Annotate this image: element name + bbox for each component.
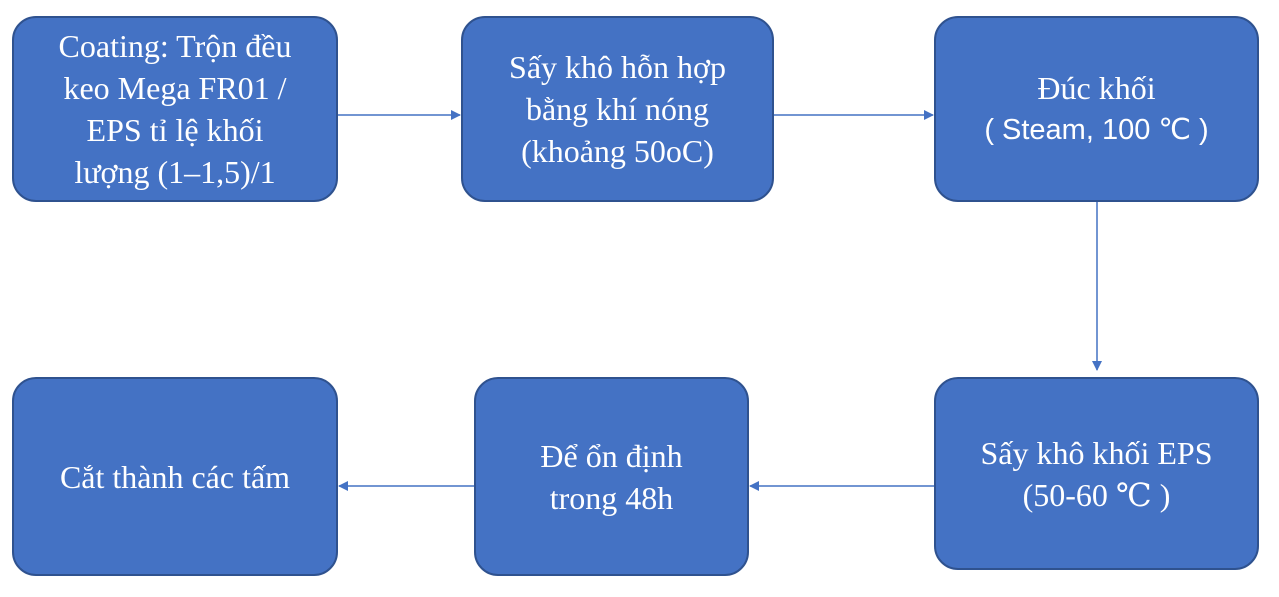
step-dry-mix-line-1: Sấy khô hỗn hợp <box>509 49 726 85</box>
step-stabilize-line-1: Để ổn định <box>540 437 683 474</box>
step-cut-line-1: Cắt thành các tấm <box>59 458 291 495</box>
step-coating: Coating: Trộn đều keo Mega FR01 / EPS tỉ… <box>12 16 338 202</box>
step-dry-mix-line-2: bằng khí nóng <box>525 91 710 127</box>
step-coating-line-4: lượng (1–1,5)/1 <box>74 154 276 190</box>
step-coating-line-2: keo Mega FR01 / <box>63 70 287 106</box>
step-dry-block-line-1: Sấy khô khối EPS <box>980 434 1213 471</box>
step-coating-line-3: EPS tỉ lệ khối <box>86 112 264 148</box>
step-dry-mix: Sấy khô hỗn hợp bằng khí nóng (khoảng 50… <box>461 16 774 202</box>
step-stabilize-line-2: trong 48h <box>549 479 674 516</box>
step-molding-line-2: ( Steam, 100 ℃ ) <box>984 114 1209 146</box>
step-molding: Đúc khối ( Steam, 100 ℃ ) <box>934 16 1259 202</box>
step-stabilize: Để ổn định trong 48h <box>474 377 749 576</box>
step-dry-block-line-2: (50-60 ℃ ) <box>1022 476 1171 513</box>
step-coating-line-1: Coating: Trộn đều <box>58 28 292 64</box>
step-dry-mix-line-3: (khoảng 50oC) <box>521 133 714 169</box>
step-cut: Cắt thành các tấm <box>12 377 338 576</box>
step-dry-block: Sấy khô khối EPS (50-60 ℃ ) <box>934 377 1259 570</box>
step-molding-line-1: Đúc khối <box>1037 70 1156 106</box>
